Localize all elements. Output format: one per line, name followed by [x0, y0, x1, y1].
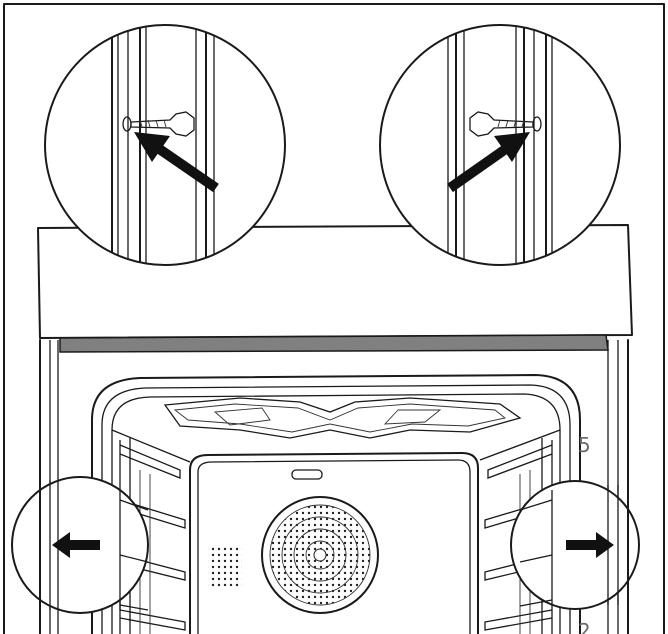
screw-right — [469, 111, 542, 137]
shelf-level-5: 5 — [578, 433, 591, 457]
arrow-up-right-icon — [447, 132, 530, 193]
screw-left — [122, 111, 195, 137]
vent-grille — [208, 545, 242, 587]
detail-circle-top-left — [44, 24, 286, 266]
diagram-border — [3, 3, 665, 634]
shelf-level-2: 2 — [578, 619, 591, 634]
arrow-right-icon — [566, 532, 614, 558]
oven-cavity — [91, 374, 581, 634]
convection-fan — [261, 469, 379, 614]
arrow-up-left-icon — [134, 132, 219, 193]
detail-circle-bottom-right — [510, 480, 640, 610]
detail-circle-top-right — [379, 24, 621, 266]
arrow-left-icon — [52, 532, 100, 558]
detail-circle-bottom-left — [11, 476, 149, 614]
